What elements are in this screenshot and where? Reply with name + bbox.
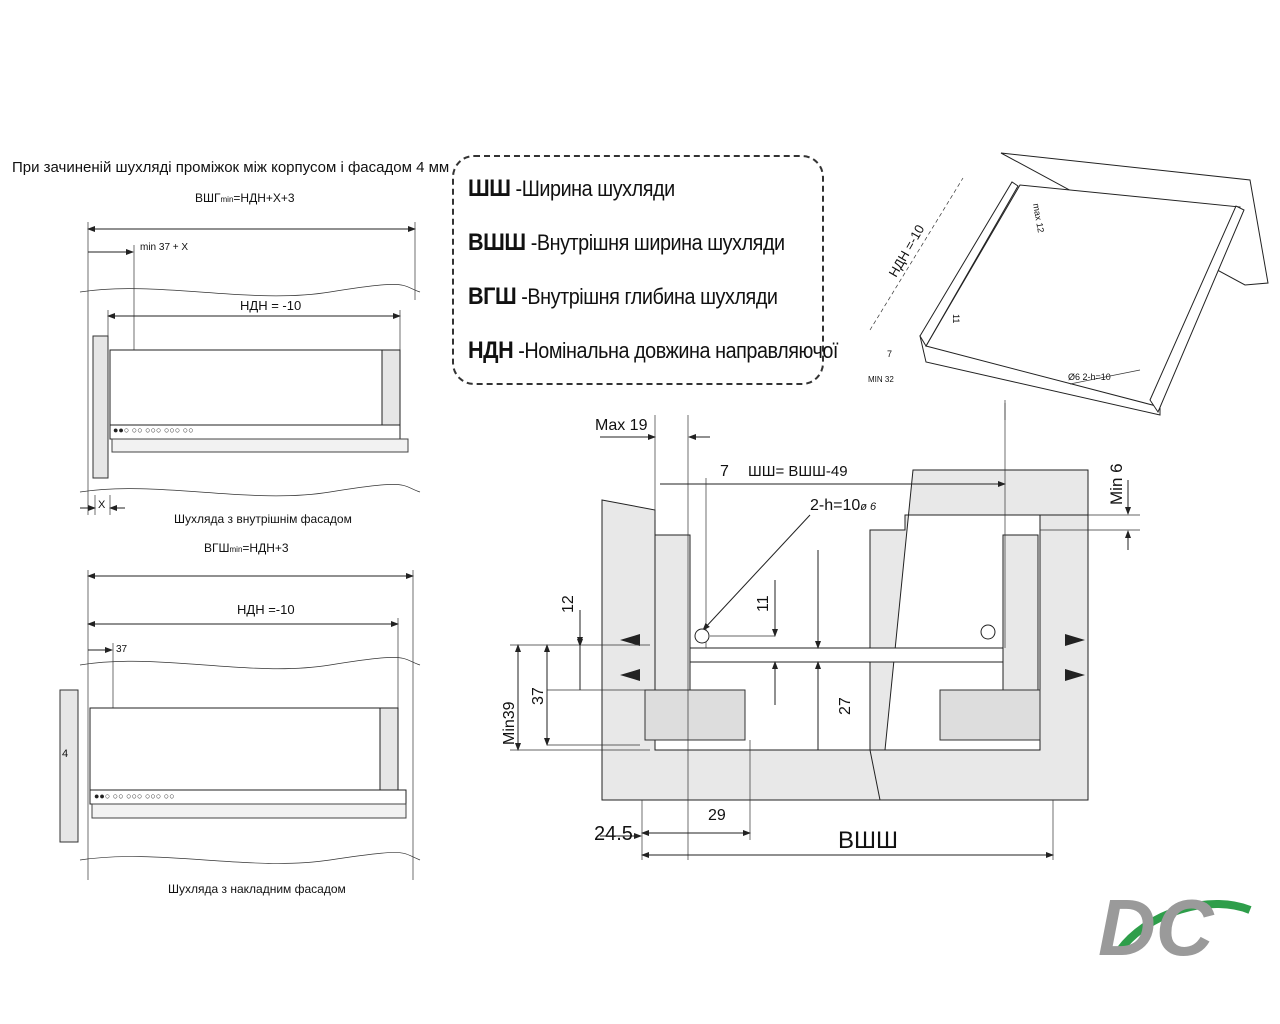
gap-note: При зачиненій шухляді проміжок між корпу… (12, 159, 449, 176)
formula-vshg: ВШГmin=НДН+Х+3 (195, 191, 295, 205)
iso-min32: MIN 32 (868, 375, 894, 384)
dim-29: 29 (708, 807, 726, 824)
dim-min37x: min 37 + X (140, 242, 188, 253)
dc-logo: DC (1098, 883, 1252, 972)
formula-vgsh: ВГШmin=НДН+3 (204, 541, 289, 555)
iso-7: 7 (887, 349, 892, 359)
caption-overlay: Шухляда з накладним фасадом (168, 882, 346, 896)
dim-max19: Max 19 (595, 417, 648, 434)
legend-item: ВГШ -Внутрішня глибина шухляди (468, 283, 778, 310)
dim-4: 4 (62, 748, 68, 760)
iso-hole: Ø6 2-h=10 (1068, 372, 1111, 382)
dim-37: 37 (116, 644, 128, 655)
dim-ndn-2: НДН =-10 (237, 602, 295, 617)
dim-vshsh: ВШШ (838, 827, 898, 854)
dim-37: 37 (530, 687, 547, 705)
legend-item: ВШШ -Внутрішня ширина шухляди (468, 229, 785, 256)
dim-11: 11 (755, 595, 772, 612)
dim-min6: Min 6 (1107, 463, 1126, 505)
dim-27: 27 (837, 697, 854, 715)
dim-ndn: НДН = -10 (240, 298, 301, 313)
dim-245: 24.5 (594, 823, 633, 845)
dim-7: 7 (720, 463, 729, 480)
svg-text:●●○ ○○ ○○○ ○○○ ○○: ●●○ ○○ ○○○ ○○○ ○○ (94, 791, 175, 801)
dim-shsh: ШШ= ВШШ-49 (748, 463, 848, 480)
dim-hole: 2-h=10ø 6 (810, 497, 877, 514)
dim-x: X (98, 499, 106, 511)
logo-text: DC (1098, 883, 1215, 972)
iso-11: 11 (951, 314, 961, 323)
abbreviation-legend: ШШ -Ширина шухляди ВШШ -Внутрішня ширина… (452, 155, 838, 385)
rail-holes: ●●○ ○○ ○○○ ○○○ ○○ (113, 425, 194, 435)
dim-min39: Min39 (501, 701, 518, 745)
iso-ndn: НДН =-10 (886, 222, 928, 279)
dim-12: 12 (560, 595, 577, 613)
section-drawing: Max 19 7 ШШ= ВШШ-49 2-h=10ø 6 Min 6 12 1… (501, 400, 1140, 860)
legend-item: НДН -Номінальна довжина направляючої (468, 337, 838, 364)
isometric-drawer: НДН =-10 max 12 11 7 MIN 32 Ø6 2-h=10 (868, 152, 1269, 420)
caption-inner: Шухляда з внутрішнім фасадом (174, 512, 352, 526)
inner-facade-drawing: При зачиненій шухляді проміжок між корпу… (12, 159, 449, 526)
overlay-facade-drawing: ВГШmin=НДН+3 НДН =-10 37 4 ●●○ ○○ ○○○ ○○… (59, 541, 421, 896)
legend-item: ШШ -Ширина шухляди (468, 175, 675, 202)
